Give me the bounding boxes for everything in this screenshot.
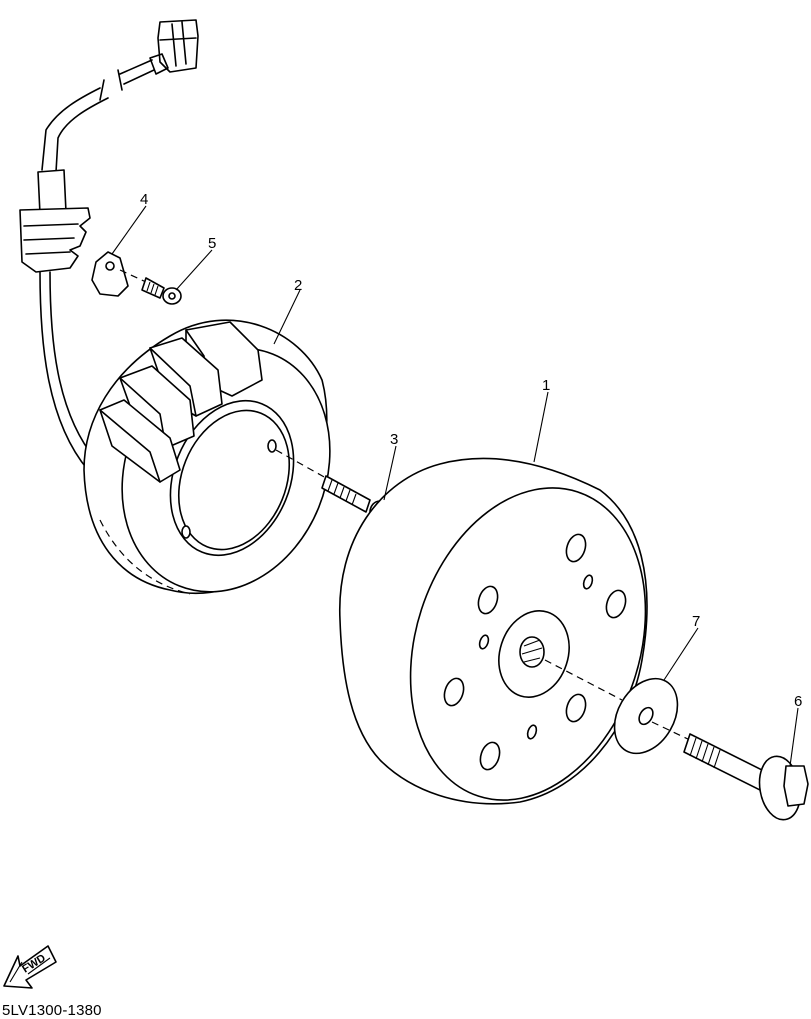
rotor-flywheel-part-1 (339, 457, 648, 805)
callout-number-7: 7 (692, 613, 700, 630)
forward-arrow-icon: FWD (3, 945, 57, 989)
callout-number-4: 4 (140, 191, 148, 208)
stator-part-2 (83, 319, 331, 595)
wire-clamp-part-4 (91, 251, 129, 297)
callout-number-2: 2 (294, 277, 302, 294)
callout-number-3: 3 (390, 431, 398, 448)
screw-part-5 (119, 269, 182, 305)
flange-bolt-part-6 (683, 733, 809, 821)
callout-number-6: 6 (794, 693, 802, 710)
wire-harness (19, 19, 199, 471)
callout-number-5: 5 (208, 235, 216, 252)
diagram-code-label: 5LV1300-1380 (2, 1002, 102, 1019)
callout-leaders (111, 205, 799, 767)
washer-part-7 (613, 677, 691, 755)
callout-number-1: 1 (542, 377, 550, 394)
